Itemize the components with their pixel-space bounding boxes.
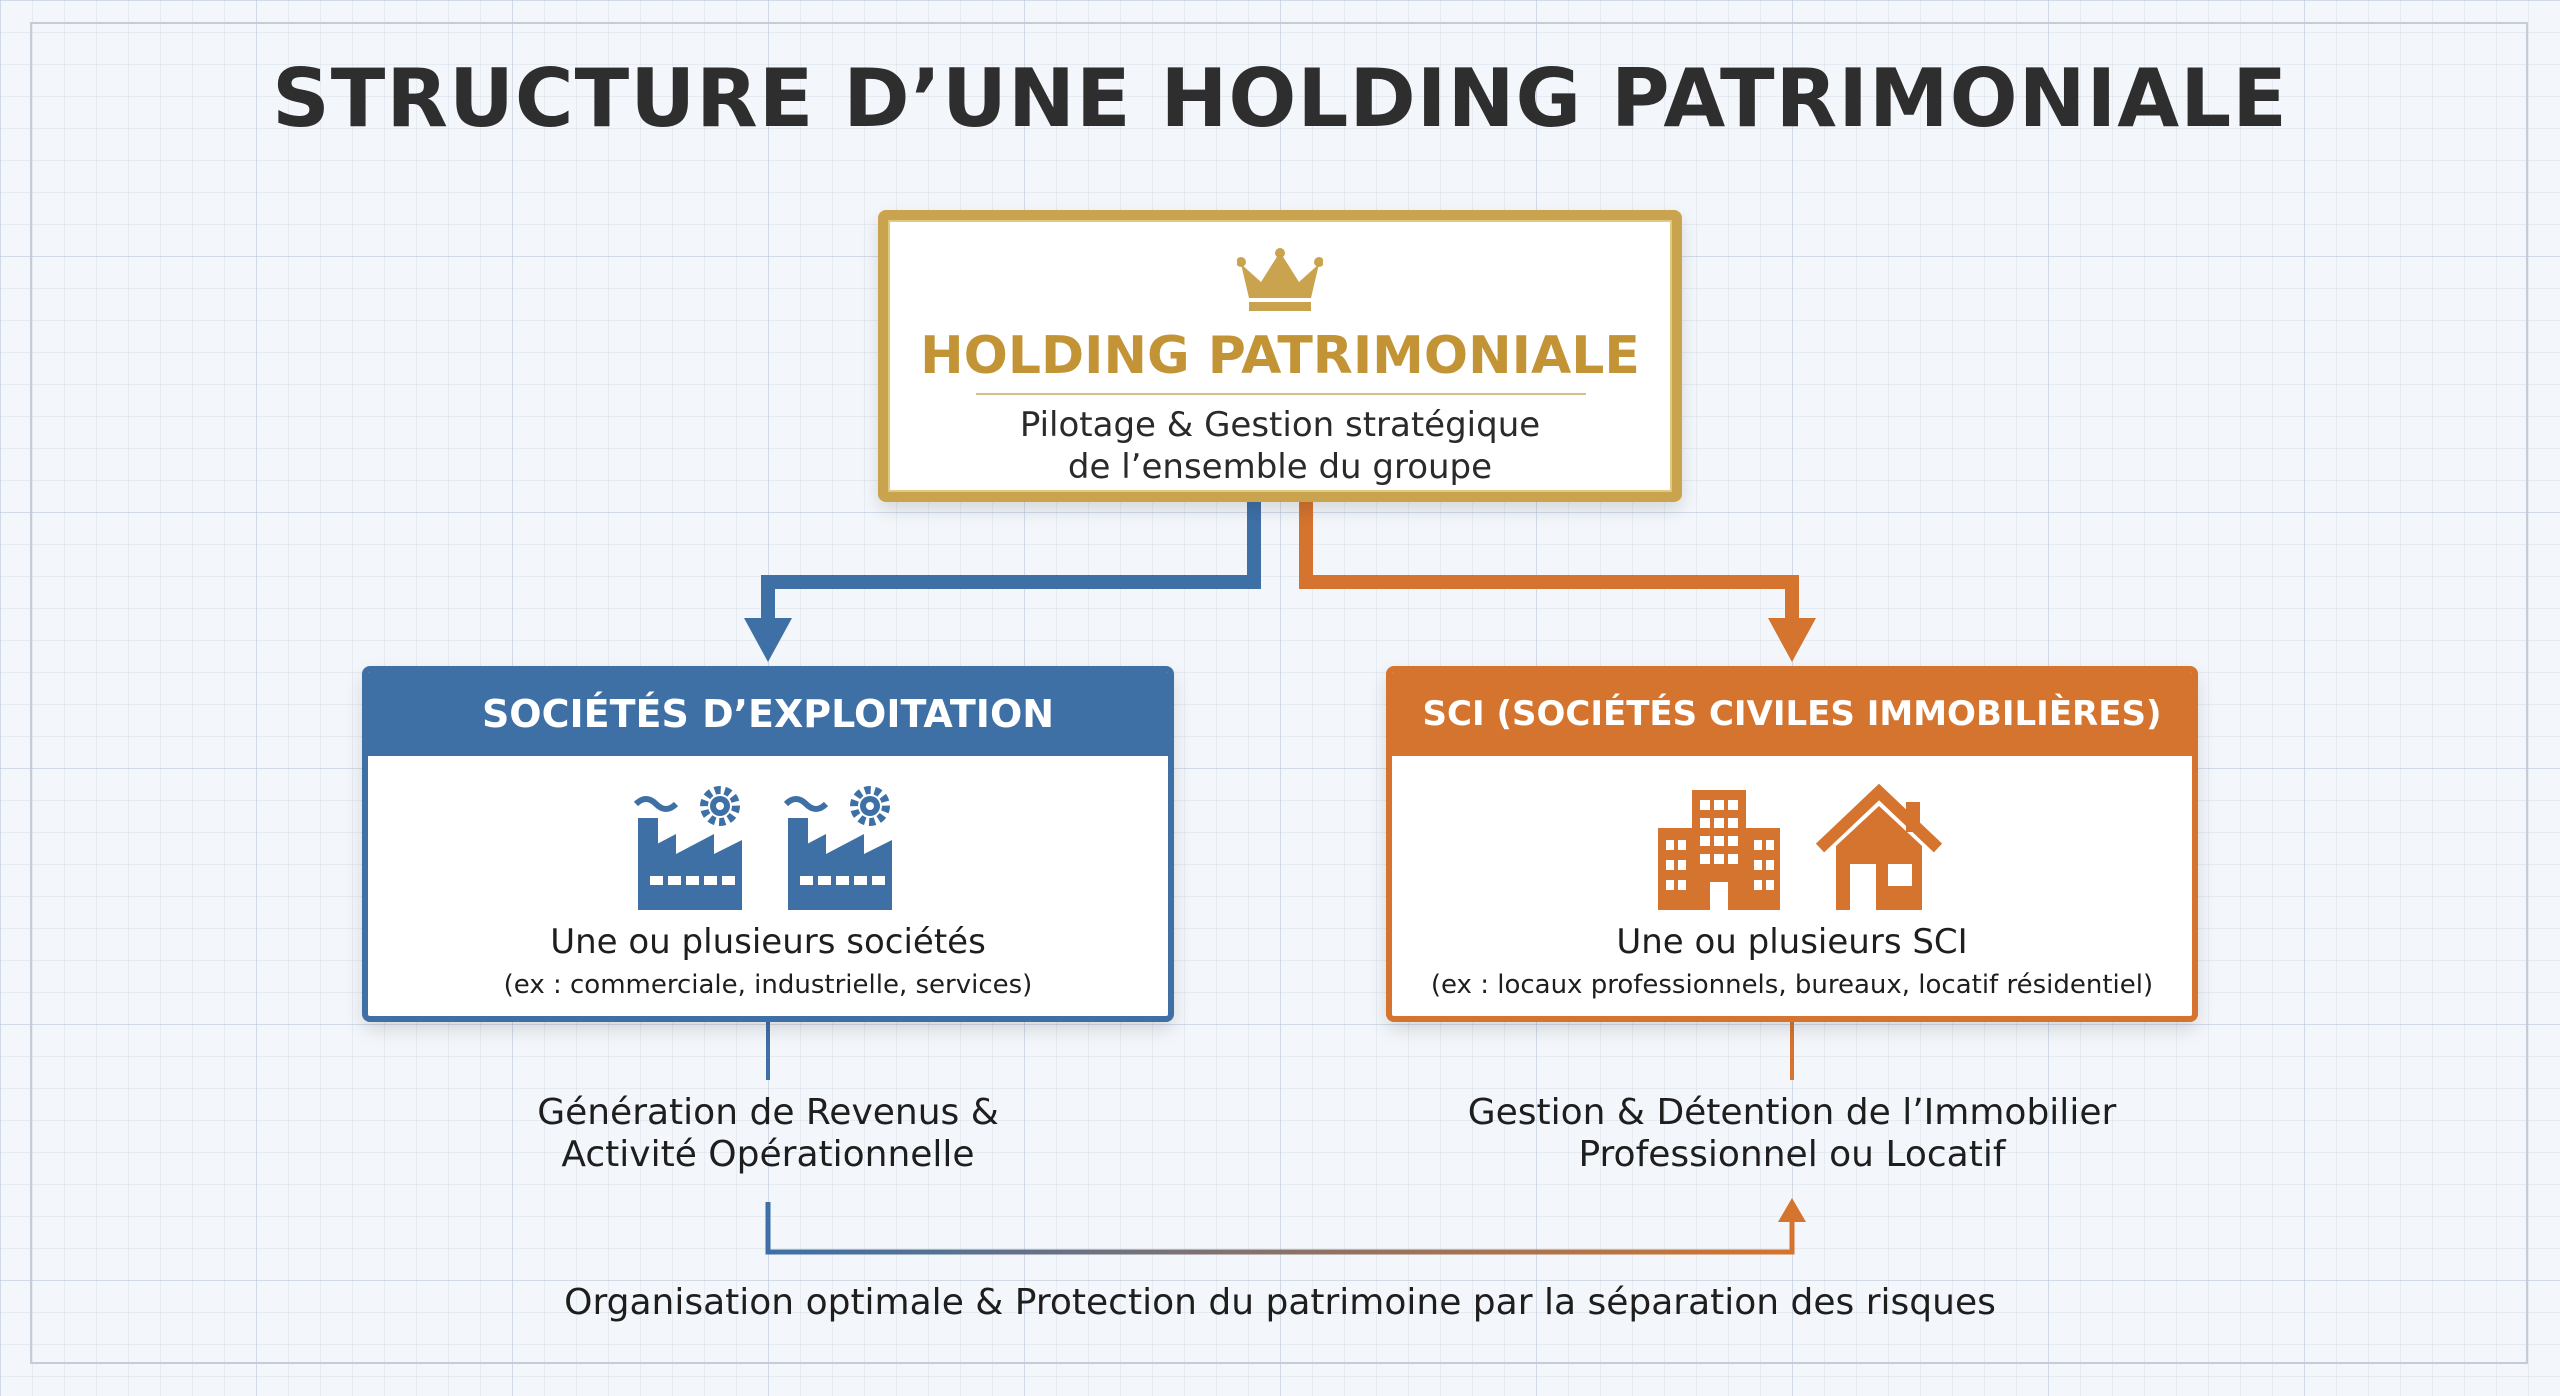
arrowhead-sci [1768,618,1816,662]
exploitation-box: SOCIÉTÉS D’EXPLOITATION [362,666,1174,1022]
page-title: STRUCTURE D’UNE HOLDING PATRIMONIALE [272,52,2288,145]
exploitation-example-text: (ex : commerciale, industrielle, service… [503,970,1033,1000]
holding-title: HOLDING PATRIMONIALE [920,326,1640,386]
holding-description: Pilotage & Gestion stratégique de l’ense… [888,404,1672,488]
diagram-frame [30,22,2528,1364]
exploitation-main-text: Une ou plusieurs sociétés [550,922,986,962]
sci-example-text: (ex : locaux professionnels, bureaux, lo… [1430,970,2154,1000]
sci-icons [1392,784,2192,914]
sci-caption-line1: Gestion & Détention de l’Immobilier [1467,1092,2117,1133]
sci-caption: Gestion & Détention de l’Immobilier Prof… [1432,1092,2152,1176]
exploitation-caption-line2: Activité Opérationnelle [561,1134,975,1175]
connector-bottom [765,1202,1795,1255]
sci-header: SCI (SOCIÉTÉS CIVILES IMMOBILIÈRES) [1392,672,2192,756]
arrowhead-exploitation [744,618,792,662]
holding-description-line2: de l’ensemble du groupe [1067,447,1493,487]
exploitation-caption-line1: Génération de Revenus & [537,1092,999,1133]
holding-description-line1: Pilotage & Gestion stratégique [1019,405,1541,445]
crown-icon [1237,248,1323,311]
connector-holding-to-sci [1299,502,1799,622]
exploitation-icons [368,784,1168,914]
factory-gear-icon [783,786,892,910]
exploitation-header: SOCIÉTÉS D’EXPLOITATION [368,672,1168,756]
sci-box: SCI (SOCIÉTÉS CIVILES IMMOBILIÈRES) [1386,666,2198,1022]
office-building-icon [1658,790,1780,910]
connector-holding-to-exploitation [761,502,1261,622]
holding-divider [976,393,1586,395]
exploitation-caption: Génération de Revenus & Activité Opérati… [468,1092,1068,1176]
holding-box: HOLDING PATRIMONIALE Pilotage & Gestion … [878,210,1682,502]
arrowhead-bottom [1778,1198,1806,1222]
footer-text: Organisation optimale & Protection du pa… [564,1282,1996,1323]
sci-caption-line2: Professionnel ou Locatif [1578,1134,2006,1175]
sci-main-text: Une ou plusieurs SCI [1616,922,1968,962]
house-icon [1815,784,1943,910]
factory-gear-icon [633,786,742,910]
